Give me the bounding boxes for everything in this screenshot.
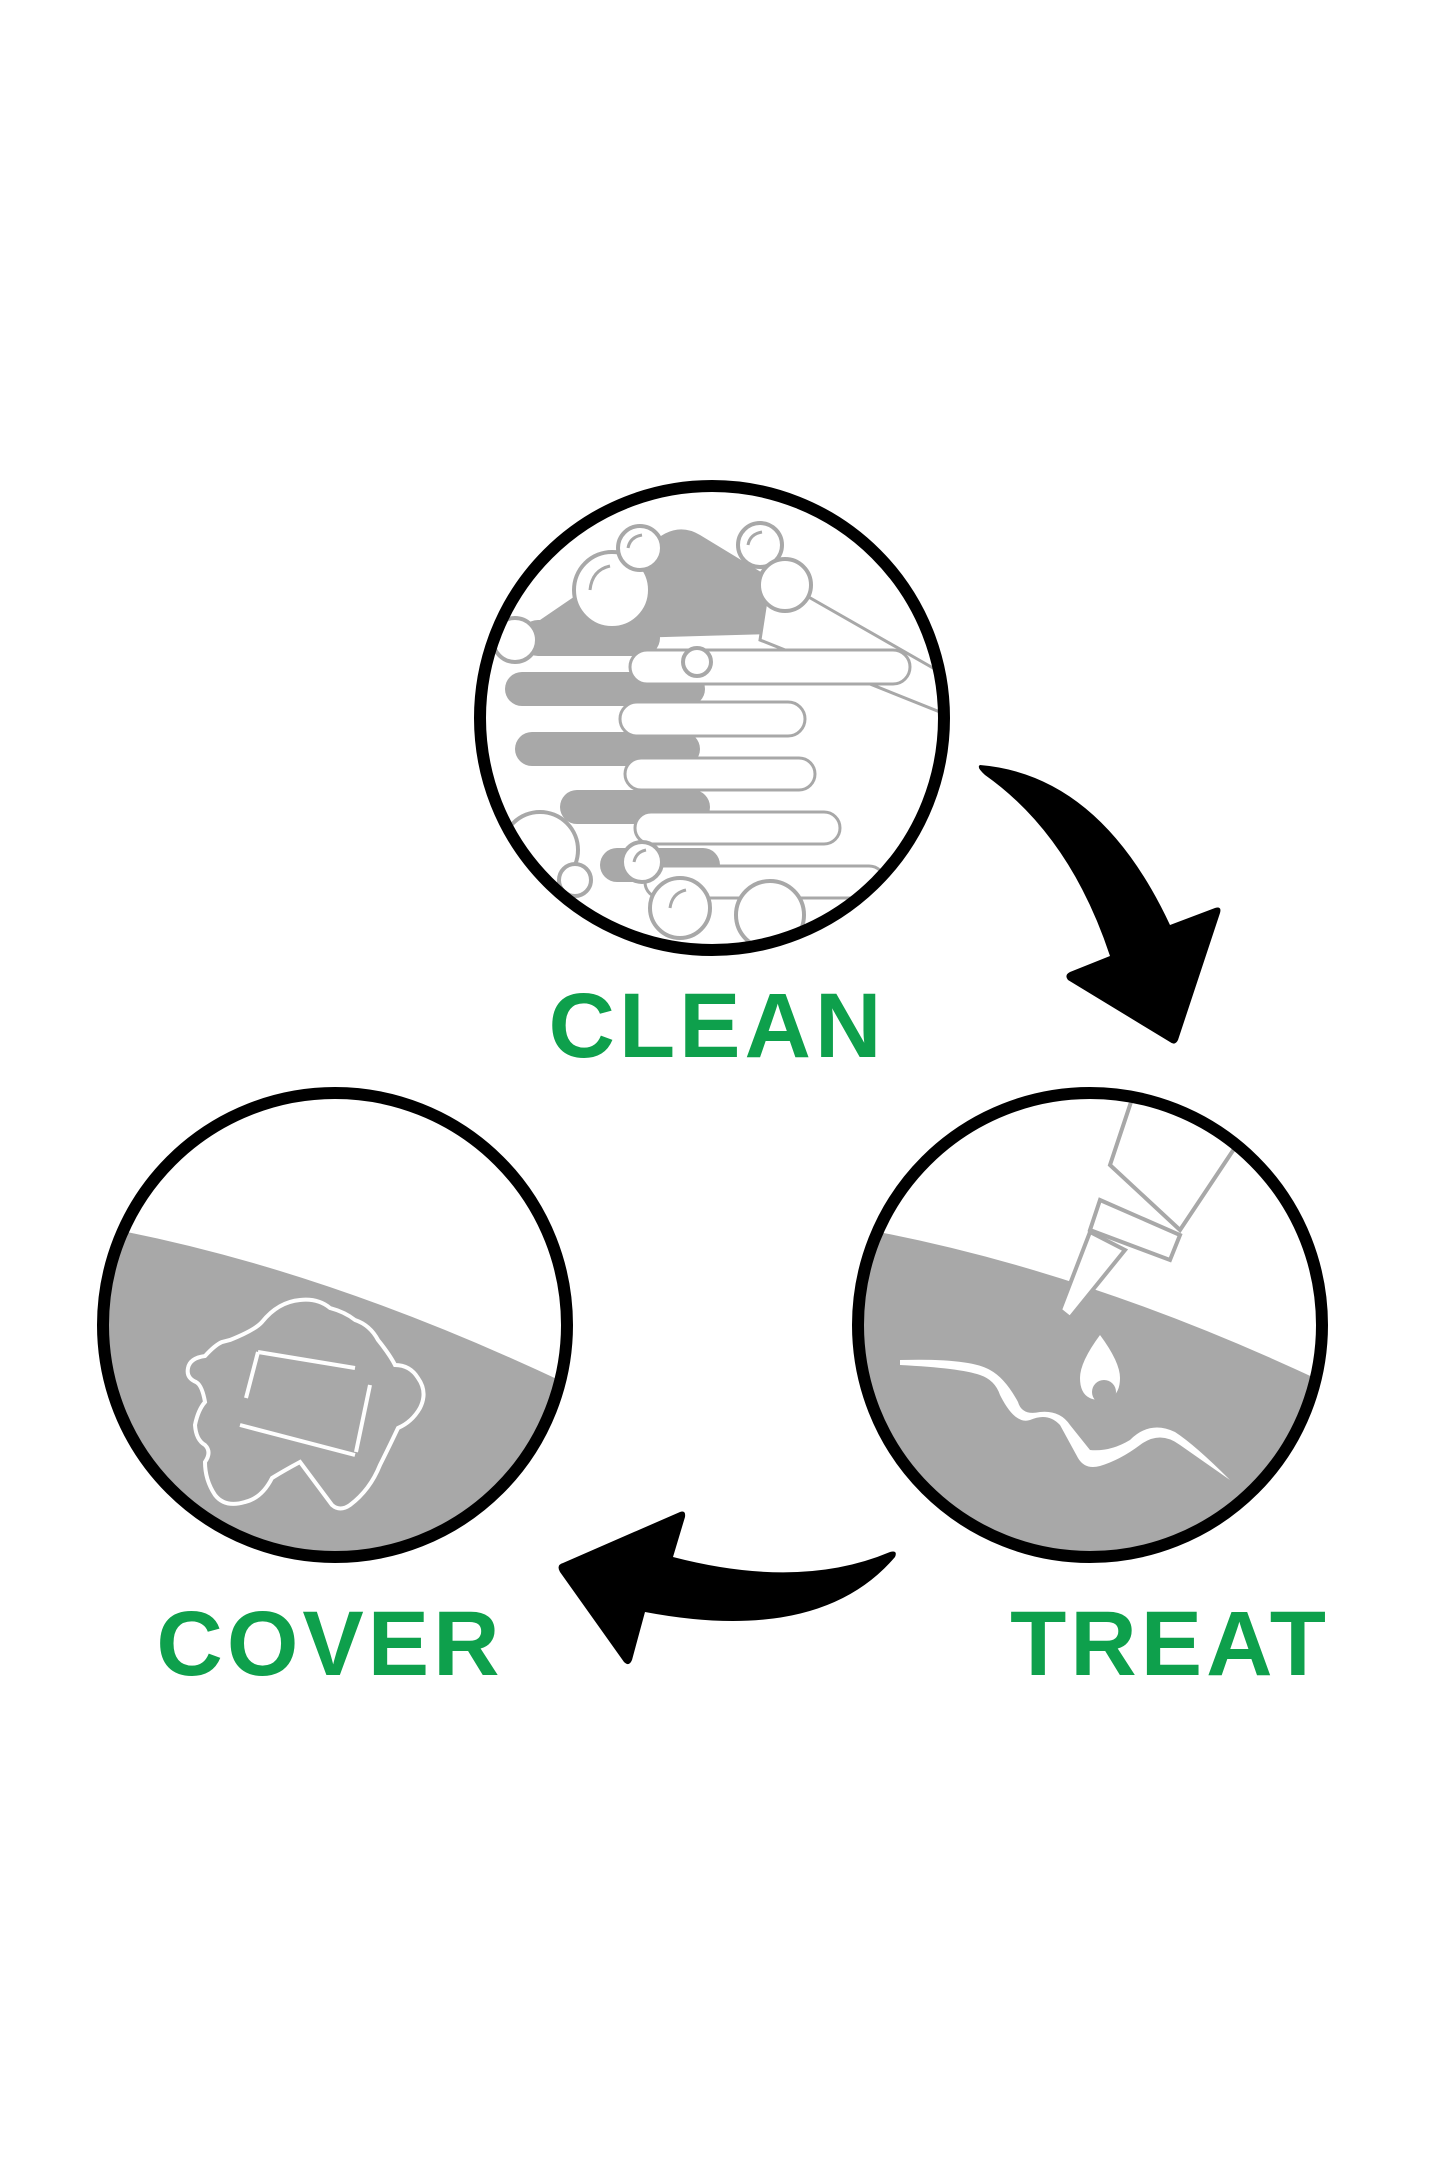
step-label-cover: COVER <box>156 1593 504 1695</box>
washing-hands-icon <box>491 521 944 950</box>
treat-step-icon <box>852 1087 1328 1563</box>
step-label-clean: CLEAN <box>548 975 886 1077</box>
arrow-clean-to-treat <box>978 765 1221 1044</box>
cover-step-icon <box>97 1087 573 1563</box>
step-label-treat: TREAT <box>1010 1593 1330 1695</box>
clean-step-icon <box>474 480 950 956</box>
bandage-on-skin-icon <box>103 1225 567 1557</box>
arrow-treat-to-cover <box>558 1511 896 1665</box>
ointment-tube-on-wound-icon <box>858 1093 1322 1557</box>
